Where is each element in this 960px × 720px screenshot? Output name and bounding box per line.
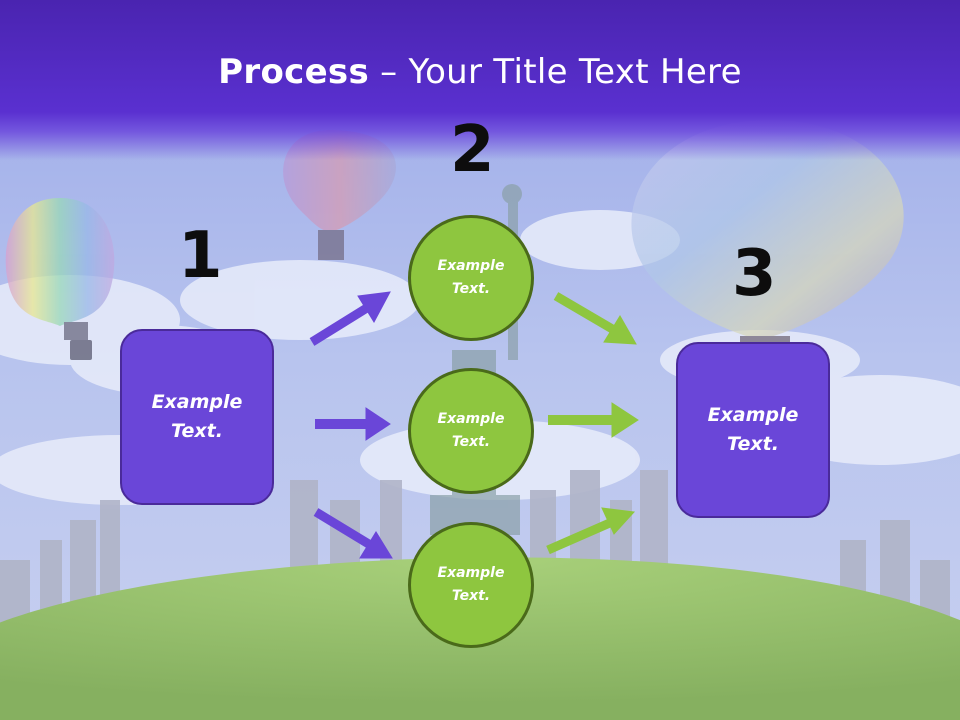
step-1-box: Example Text. [120, 329, 274, 505]
step-2-circle-top: Example Text. [408, 215, 534, 341]
arrow-2-to-3-middle [548, 402, 639, 438]
step-1-text: Example Text. [151, 391, 243, 442]
arrow-1-to-2-bottom [313, 508, 393, 559]
arrow-1-to-2-top [309, 291, 391, 346]
step-2-circle-middle-text: Example Text. [437, 411, 505, 450]
step-number-1: 1 [178, 219, 223, 293]
slide-title: Process – Your Title Text Here [0, 52, 960, 92]
step-2-circle-top-text: Example Text. [437, 258, 505, 297]
title-bar [0, 0, 960, 160]
step-2-circle-middle: Example Text. [408, 368, 534, 494]
arrow-1-to-2-middle [315, 407, 391, 441]
step-3-text: Example Text. [707, 404, 799, 455]
arrow-2-to-3-bottom [546, 507, 636, 555]
step-3-box: Example Text. [676, 342, 830, 518]
title-bold: Process [218, 52, 370, 92]
step-2-circle-bottom: Example Text. [408, 522, 534, 648]
step-number-3: 3 [732, 237, 777, 311]
step-number-2: 2 [450, 113, 495, 187]
title-rest: – Your Title Text Here [369, 52, 742, 92]
arrow-2-to-3-top [553, 292, 637, 345]
step-2-circle-bottom-text: Example Text. [437, 565, 505, 604]
